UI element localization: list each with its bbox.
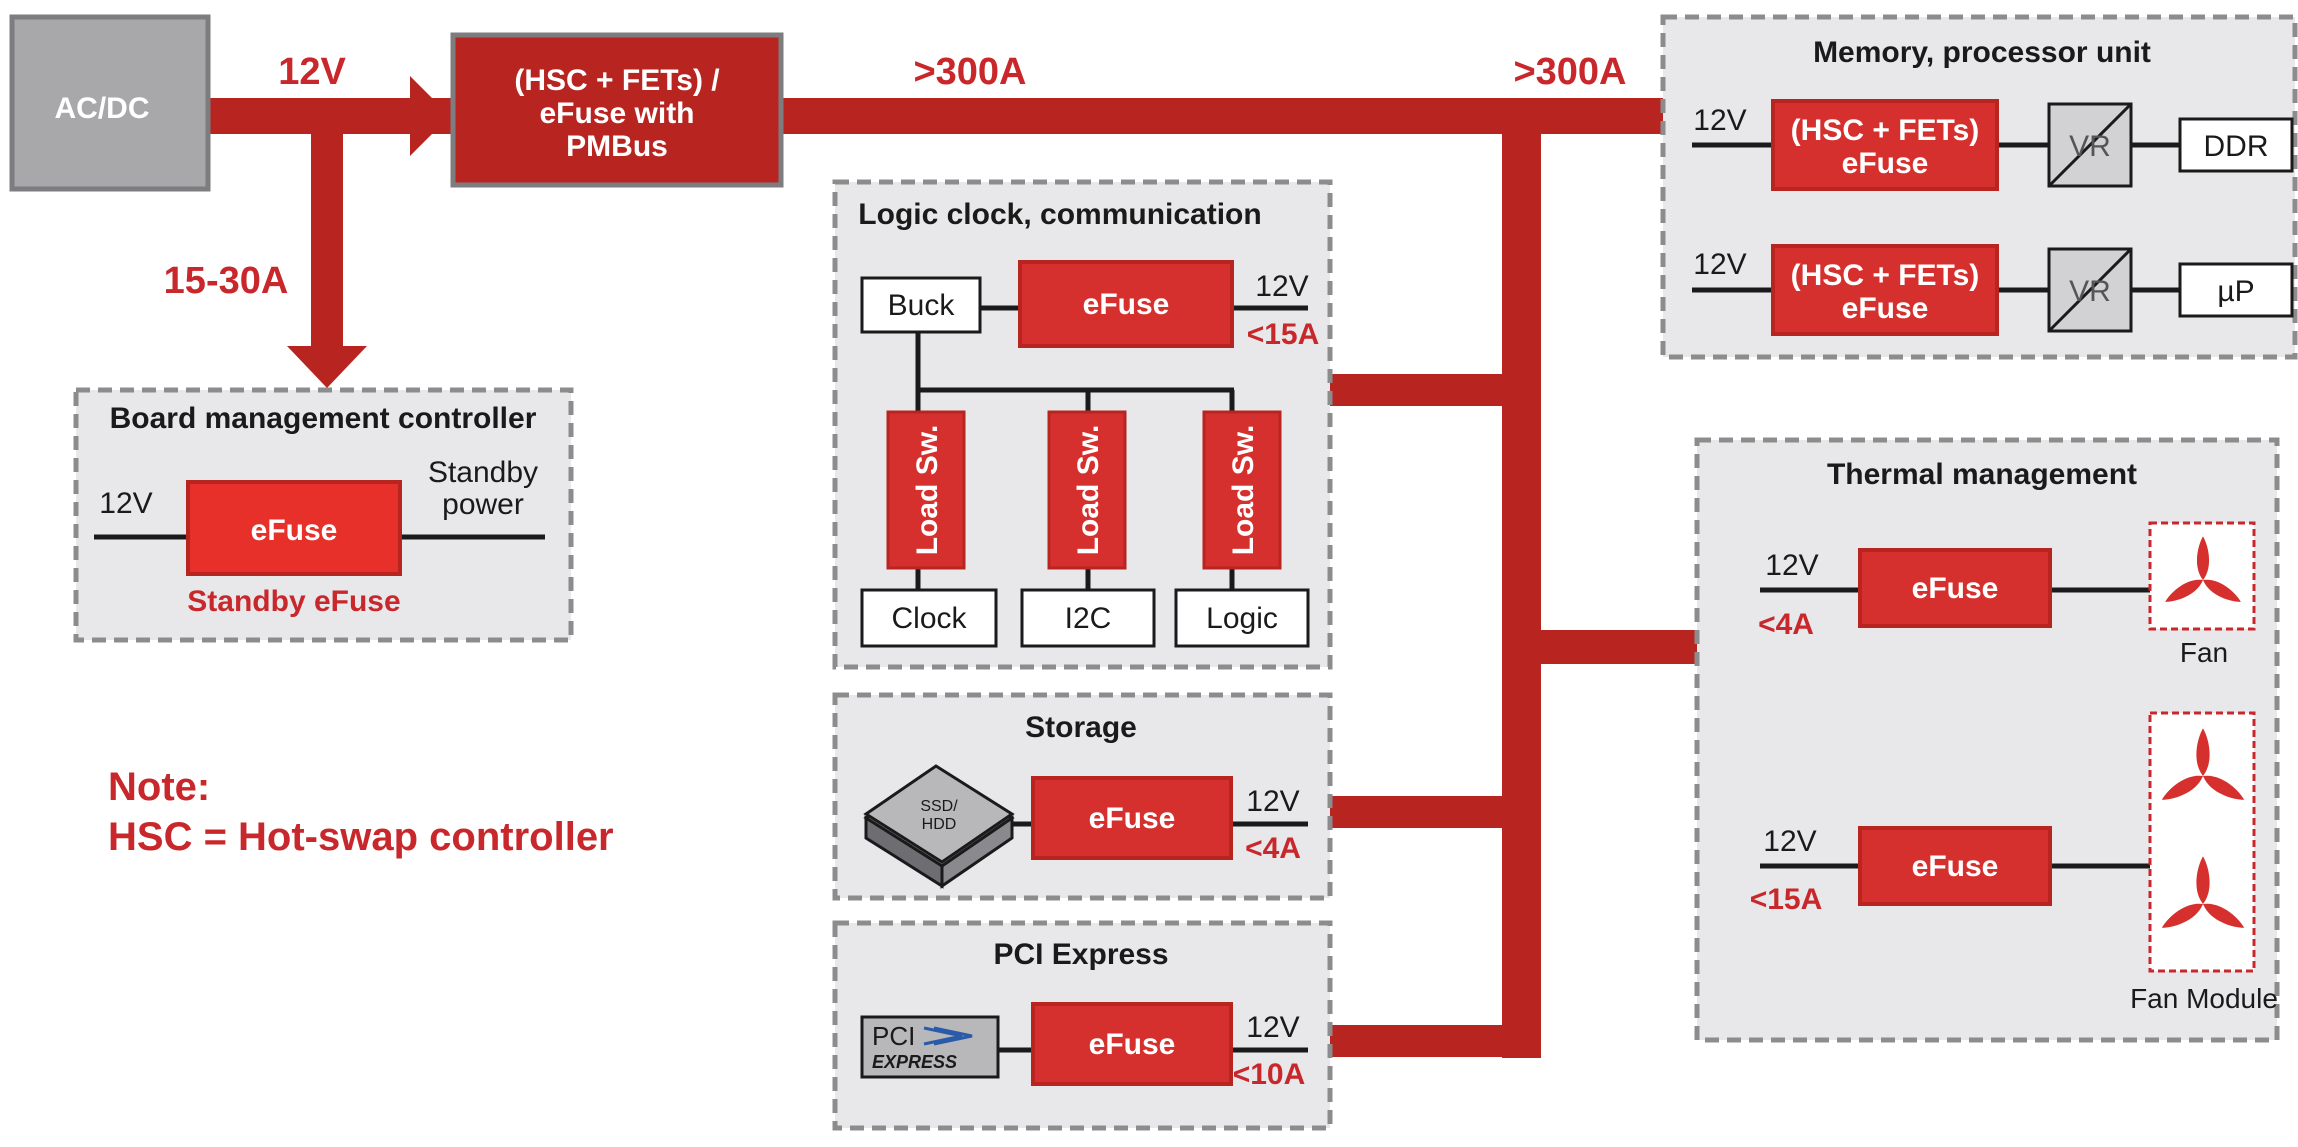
main-hsc-line2: eFuse with xyxy=(539,97,694,130)
clock-label: Clock xyxy=(891,602,967,635)
bmc-output-line2: power xyxy=(442,488,524,521)
memory-row1-voltage: 12V xyxy=(1693,104,1746,137)
memory-row1-efuse-line2: eFuse xyxy=(1842,147,1929,180)
bus-current-label-2: >300A xyxy=(1513,51,1626,93)
load-switch-2-label: Load Sw. xyxy=(1072,425,1105,556)
pcie-logo-top: PCI xyxy=(872,1021,915,1051)
memory-row2-efuse-line1: (HSC + FETs) xyxy=(1791,259,1980,292)
pcie-current: <10A xyxy=(1233,1058,1306,1091)
memory-row2-load xyxy=(2178,262,2294,318)
bmc-title: Board management controller xyxy=(110,402,537,435)
acdc-label: AC/DC xyxy=(55,92,150,125)
load-switch-1 xyxy=(886,410,966,570)
drive-label-line2: HDD xyxy=(922,816,957,833)
i2c-block xyxy=(1020,588,1156,648)
logic-voltage: 12V xyxy=(1255,270,1308,303)
bmc-caption: Standby eFuse xyxy=(187,585,400,618)
load-switch-2 xyxy=(1047,410,1127,570)
logic-efuse xyxy=(1018,260,1234,348)
main-hsc-block xyxy=(450,32,784,188)
load-switch-3 xyxy=(1202,410,1282,570)
drive-label-line1: SSD/ xyxy=(920,798,958,815)
thermal-title: Thermal management xyxy=(1827,458,2137,491)
logic-current: <15A xyxy=(1247,318,1320,351)
pcie-panel: PCI Express PCI EXPRESS eFuse 12V <10A xyxy=(832,920,1333,1131)
acdc-block xyxy=(9,14,211,192)
main-hsc-line1: (HSC + FETs) / xyxy=(514,64,720,97)
logic-efuse-label: eFuse xyxy=(1083,288,1170,321)
bus-current-label: >300A xyxy=(913,51,1026,93)
thermal-row1-efuse xyxy=(1858,548,2052,628)
logic-block xyxy=(1174,588,1310,648)
load-switch-1-label: Load Sw. xyxy=(911,425,944,556)
storage-efuse xyxy=(1031,776,1233,860)
memory-row2-efuse xyxy=(1771,244,1999,336)
storage-title: Storage xyxy=(1025,711,1137,744)
fan-module-icon xyxy=(2148,711,2256,973)
standby-current-label: 15-30A xyxy=(164,260,289,302)
thermal-row1-efuse-label: eFuse xyxy=(1912,572,1999,605)
bmc-efuse xyxy=(186,480,402,576)
clock-block xyxy=(860,588,998,648)
note-line1: Note: xyxy=(108,765,210,809)
pcie-efuse-label: eFuse xyxy=(1089,1028,1176,1061)
memory-row1-efuse-line1: (HSC + FETs) xyxy=(1791,114,1980,147)
memory-row2-voltage: 12V xyxy=(1693,248,1746,281)
logic-panel: Logic clock, communication Buck eFuse 12… xyxy=(832,179,1333,670)
logic-load-label: Logic xyxy=(1206,602,1278,635)
thermal-row1-current: <4A xyxy=(1758,608,1814,641)
storage-voltage: 12V xyxy=(1246,785,1299,818)
load-switch-3-label: Load Sw. xyxy=(1227,425,1260,556)
storage-efuse-label: eFuse xyxy=(1089,802,1176,835)
thermal-row2-efuse xyxy=(1858,826,2052,906)
storage-panel: Storage SSD/ HDD eFuse 12V <4A xyxy=(832,692,1333,901)
thermal-row2-efuse-label: eFuse xyxy=(1912,850,1999,883)
thermal-row1-load: Fan xyxy=(2180,637,2228,668)
power-bus xyxy=(205,76,1699,1058)
bus-voltage-label: 12V xyxy=(278,51,346,93)
buck-label: Buck xyxy=(888,289,956,322)
main-hsc-line3: PMBus xyxy=(566,130,668,163)
pcie-logo-icon: PCI EXPRESS xyxy=(860,1015,1000,1079)
memory-row1-vr-label: VR xyxy=(2069,130,2111,163)
pcie-title: PCI Express xyxy=(993,938,1168,971)
bmc-output-line1: Standby xyxy=(428,456,538,489)
bmc-efuse-label: eFuse xyxy=(251,514,338,547)
logic-title: Logic clock, communication xyxy=(858,198,1261,231)
memory-row2-vr-label: VR xyxy=(2069,275,2111,308)
buck-block xyxy=(860,276,982,334)
memory-row1-efuse xyxy=(1771,99,1999,191)
note-line2: HSC = Hot-swap controller xyxy=(108,815,614,859)
pcie-logo-bottom: EXPRESS xyxy=(872,1052,957,1072)
thermal-panel: Thermal management 12V <4A eFuse Fan 12V… xyxy=(1694,437,2280,1043)
memory-row1-load-label: DDR xyxy=(2204,130,2269,163)
memory-row2-load-label: µP xyxy=(2217,275,2254,308)
thermal-row2-voltage: 12V xyxy=(1763,825,1816,858)
i2c-label: I2C xyxy=(1065,602,1112,635)
thermal-row2-load: Fan Module xyxy=(2130,983,2278,1014)
pcie-efuse xyxy=(1031,1002,1233,1086)
memory-row2-efuse-line2: eFuse xyxy=(1842,292,1929,325)
memory-row1-load xyxy=(2178,117,2294,173)
memory-title: Memory, processor unit xyxy=(1813,36,2151,69)
thermal-row2-current: <15A xyxy=(1750,883,1823,916)
storage-current: <4A xyxy=(1245,832,1301,865)
thermal-row1-voltage: 12V xyxy=(1765,549,1818,582)
bmc-panel: Board management controller 12V eFuse St… xyxy=(73,387,574,643)
drive-icon: SSD/ HDD xyxy=(863,764,1015,889)
pcie-voltage: 12V xyxy=(1246,1011,1299,1044)
bmc-input-voltage: 12V xyxy=(99,487,152,520)
fan-icon xyxy=(2148,521,2256,631)
memory-panel: Memory, processor unit 12V (HSC + FETs) … xyxy=(1660,14,2298,360)
